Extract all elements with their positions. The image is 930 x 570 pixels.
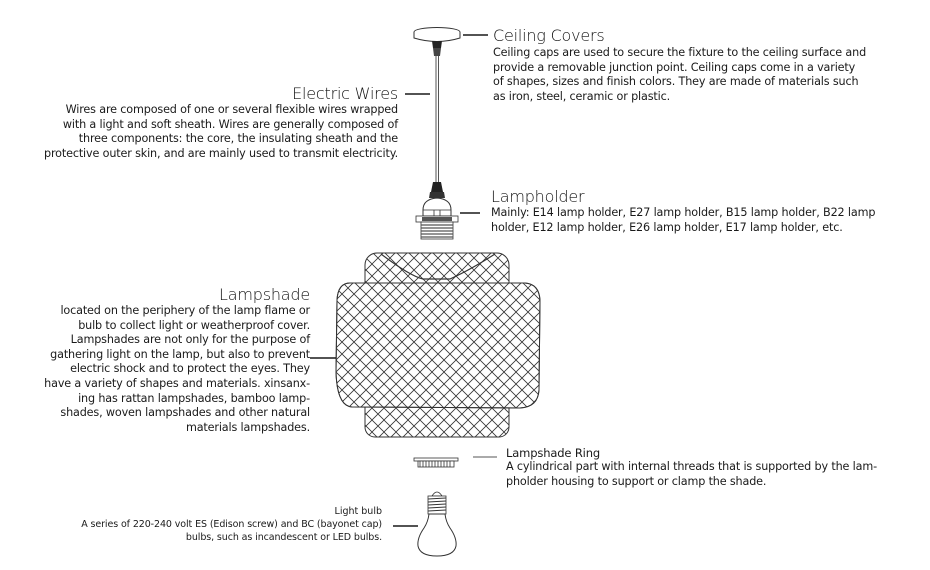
lampshade-ring-title: Lampshade Ring	[506, 446, 600, 460]
ceiling-cover-part	[413, 27, 461, 56]
lampshade-ring-part	[413, 457, 459, 468]
light-bulb-title: Light bulb	[334, 506, 382, 517]
lampholder-title: Lampholder	[491, 187, 585, 206]
lampshade-part	[335, 252, 541, 438]
lampshade-description: located on the periphery of the lamp fla…	[44, 304, 310, 434]
electric-wire-part	[435, 56, 439, 182]
leader-lines	[310, 34, 497, 527]
ceiling-covers-callout: Ceiling Covers Ceiling caps are used to …	[493, 26, 913, 104]
electric-wires-description: Wires are composed of one or several fle…	[44, 103, 398, 160]
ceiling-covers-description: Ceiling caps are used to secure the fixt…	[493, 46, 867, 103]
lampshade-ring-description: A cylindrical part with internal threads…	[506, 460, 877, 488]
lampholder-part	[415, 182, 459, 240]
electric-wires-title: Electric Wires	[292, 84, 398, 103]
lampholder-description: Mainly: E14 lamp holder, E27 lamp holder…	[491, 206, 876, 234]
electric-wires-callout: Electric Wires Wires are composed of one…	[20, 84, 398, 161]
lampshade-callout: Lampshade located on the periphery of th…	[20, 285, 310, 435]
lampshade-title: Lampshade	[219, 285, 310, 304]
light-bulb-description: A series of 220-240 volt ES (Edison scre…	[81, 519, 382, 543]
lampshade-ring-callout: Lampshade Ring A cylindrical part with i…	[506, 446, 916, 489]
light-bulb-callout: Light bulb A series of 220-240 volt ES (…	[40, 505, 382, 544]
light-bulb-part	[417, 491, 457, 557]
ceiling-covers-title: Ceiling Covers	[493, 26, 605, 45]
lampholder-callout: Lampholder Mainly: E14 lamp holder, E27 …	[491, 187, 921, 235]
